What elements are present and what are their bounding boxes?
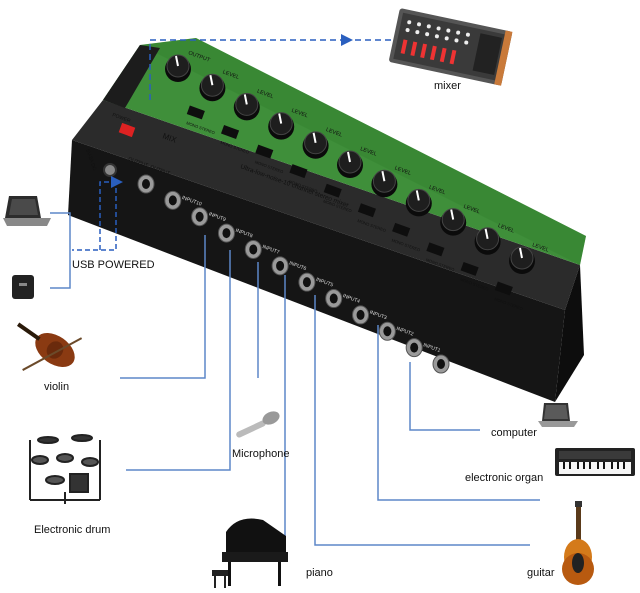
input-jack[interactable] [405,338,423,358]
mono-stereo-switch[interactable] [392,222,411,237]
mono-stereo-switch[interactable] [289,164,308,179]
connection-lines [50,34,540,546]
electronic-drum-icon [29,434,101,504]
input-jack-label: INPUT7 [261,244,280,256]
level-knob[interactable] [405,188,432,217]
input-jack-label: INPUT8 [235,228,254,240]
input-jack[interactable] [244,239,262,259]
power-switch[interactable] [118,122,136,138]
level-knob-label: LEVEL [428,185,446,196]
input-jack[interactable] [432,354,450,374]
input-jack-label: INPUT1 [422,342,441,354]
level-knob[interactable] [509,246,535,274]
level-knob[interactable] [440,208,467,236]
level-knob[interactable] [371,169,398,198]
guitar-line [314,295,530,546]
electronic-drum-label: Electronic drum [34,524,111,536]
computer-line [409,362,480,431]
mixer-console-icon [389,8,513,86]
guitar-icon [562,501,594,585]
level-knob-label: LEVEL [256,89,274,100]
microphone-label: Microphone [232,448,290,460]
guitar-label: guitar [527,567,555,579]
drum-line [126,250,231,471]
electronic-organ-label: electronic organ [465,472,544,484]
mono-stereo-switch[interactable] [494,281,513,296]
level-knob[interactable] [268,112,295,140]
computer-icon [538,403,578,427]
level-knob[interactable] [337,150,363,178]
input-jack-label: INPUT2 [395,326,414,338]
output-jack[interactable] [137,174,155,194]
piano-label: piano [306,567,333,579]
mixer-connection [149,34,353,100]
level-knob-label: LEVEL [394,165,412,176]
level-knob-label: LEVEL [463,204,481,215]
piano-icon [212,518,288,588]
violin-label: violin [44,381,70,393]
level-knob-label: LEVEL [497,223,515,234]
level-knob[interactable] [233,92,260,121]
input-jack-label: INPUT3 [369,310,388,322]
mono-stereo-switch[interactable] [220,125,240,139]
green-control-panel [103,38,586,265]
input-jack-label: INPUT6 [288,260,307,272]
violin-icon [16,322,83,371]
mono-stereo-switch[interactable] [460,261,479,276]
input-jack[interactable] [298,272,316,292]
level-knob[interactable] [199,73,226,102]
input-jack-label: INPUT5 [315,277,334,289]
input-jack-label: INPUT9 [208,211,227,223]
usb-connection [72,188,117,251]
mono-stereo-switch[interactable] [255,144,274,159]
mixer-device [68,38,586,402]
output-jack[interactable] [164,190,182,210]
mono-stereo-switch[interactable] [323,183,342,198]
mono-stereo-switch[interactable] [186,105,205,120]
microphone-icon [236,411,280,438]
power-source-bracket [50,212,71,289]
input-jack[interactable] [217,223,235,243]
input-jack[interactable] [352,305,370,325]
organ-line [377,325,540,501]
input-jack-label: INPUT4 [342,293,361,305]
level-knob-label: LEVEL [531,242,549,253]
mono-stereo-switch[interactable] [426,242,445,257]
level-knob-label: LEVEL [222,69,240,80]
violin-line [120,235,206,379]
dc-in-jack[interactable] [103,163,117,177]
level-knob[interactable] [474,227,501,255]
computer-label: computer [491,427,537,439]
knob-group: OUTPUTLEVELLEVELLEVELLEVELLEVELLEVELLEVE… [165,50,549,274]
mono-stereo-switch[interactable] [357,203,376,218]
electronic-organ-icon [555,448,635,476]
output-knob[interactable] [165,54,191,82]
usb-charger-icon [12,275,34,299]
input-jack[interactable] [191,207,209,227]
input-jack[interactable] [271,256,289,276]
input-jack[interactable] [325,289,343,309]
level-knob-label: LEVEL [291,108,309,119]
laptop-icon [3,196,51,226]
usb-powered-label: USB POWERED [72,259,155,271]
level-knob-label: LEVEL [325,127,343,138]
input-jack[interactable] [378,321,396,341]
jack-group: INPUT10INPUT9INPUT8INPUT7INPUT6INPUT5INP… [137,174,450,374]
level-knob-label: LEVEL [359,146,377,157]
level-knob[interactable] [302,131,329,159]
mixer-label: mixer [434,80,461,92]
